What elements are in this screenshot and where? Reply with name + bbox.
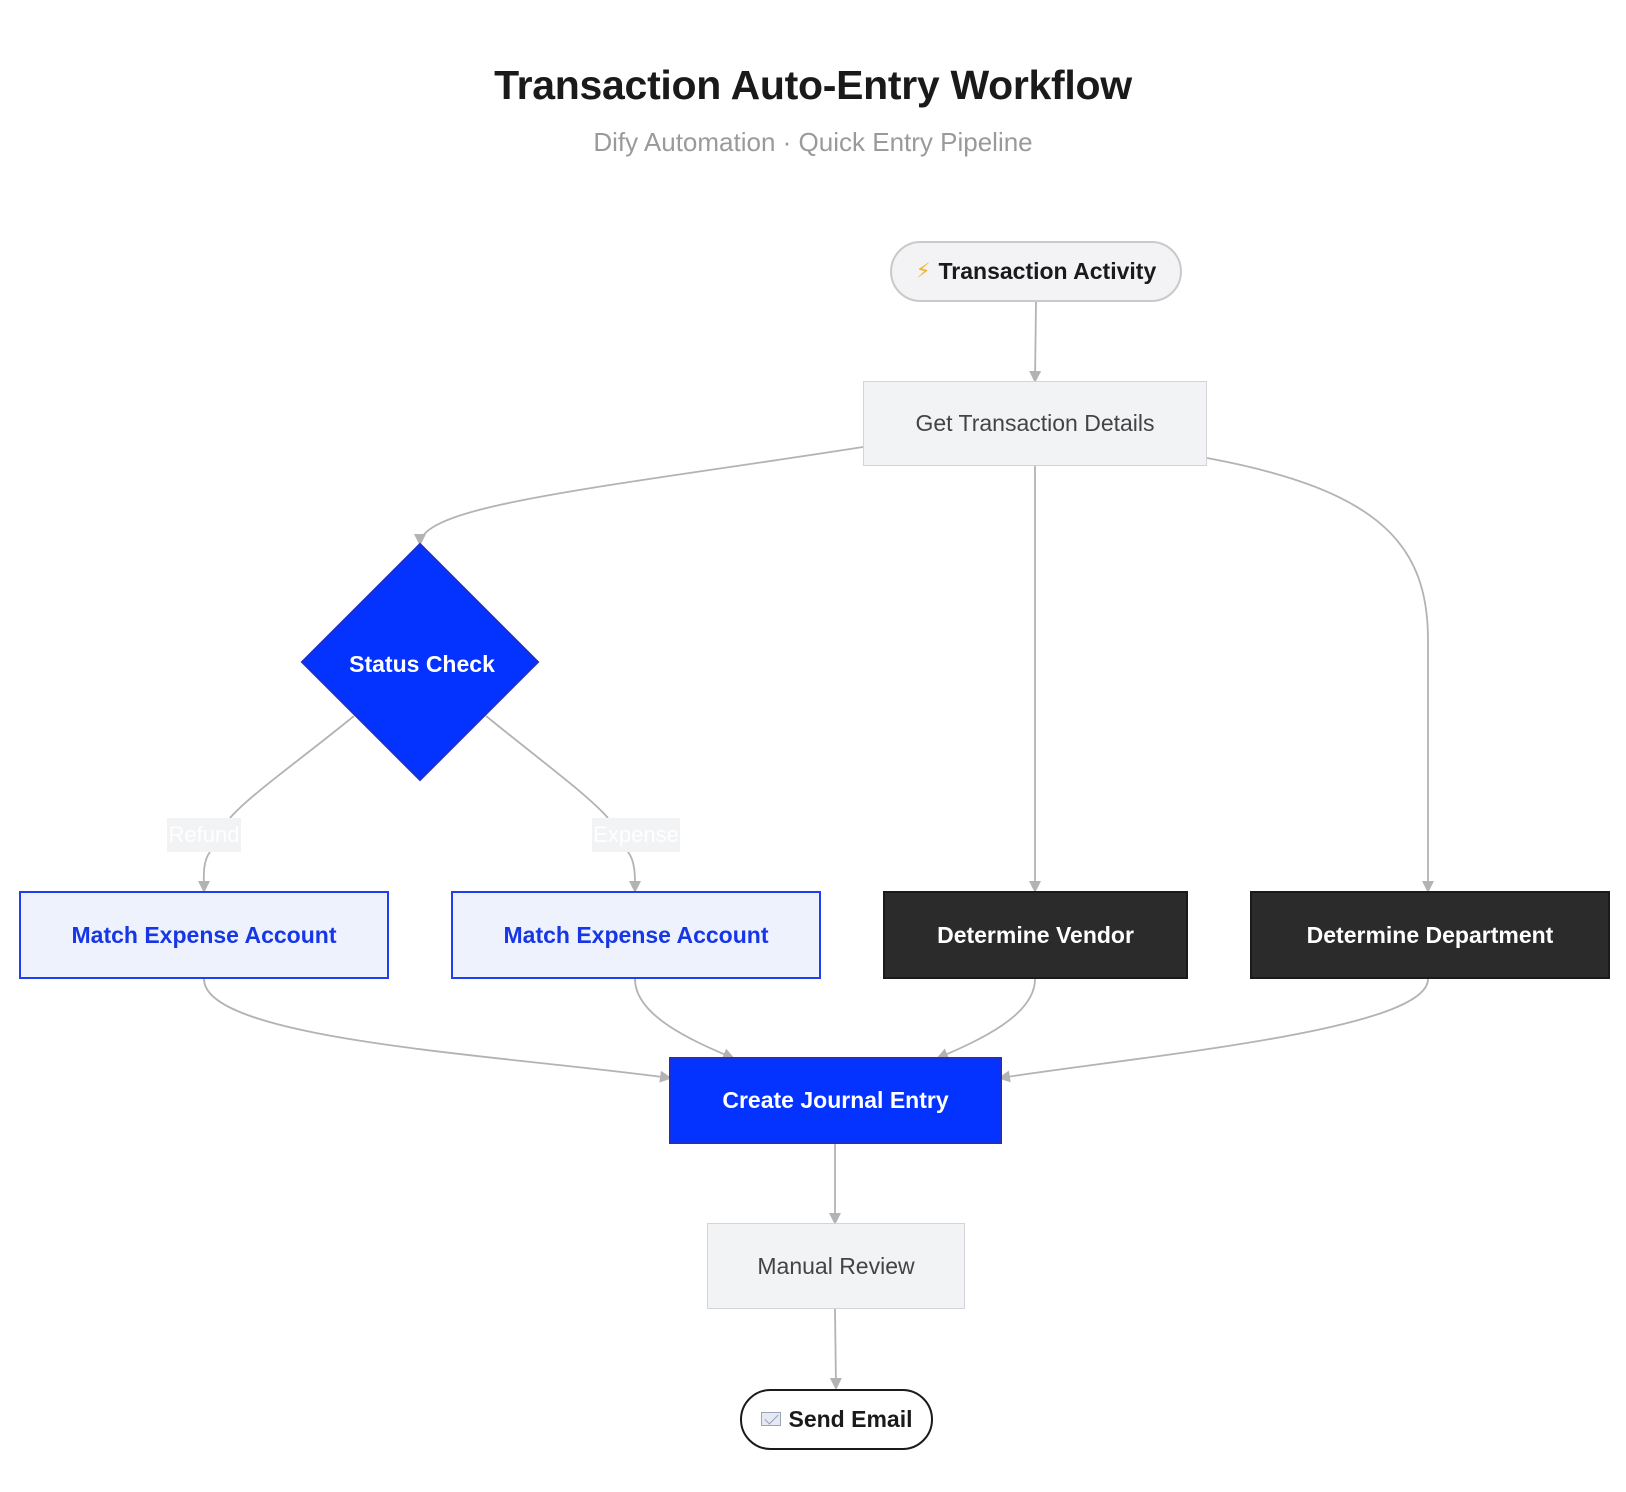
- edge-details-to-status: [414, 446, 864, 546]
- edge-details-to-department: [1206, 457, 1434, 893]
- node-send-email-label: Send Email: [788, 1406, 913, 1432]
- edge-trigger-to-details: [1029, 301, 1042, 383]
- node-get-transaction-details-label: Get Transaction Details: [915, 410, 1155, 436]
- node-determine-department[interactable]: Determine Department: [1250, 891, 1610, 979]
- edge-expense-to-journal: [634, 978, 735, 1060]
- diagram-title: Transaction Auto-Entry Workflow: [494, 62, 1132, 108]
- node-determine-vendor-label: Determine Vendor: [937, 921, 1134, 948]
- edge-department-to-journal: [998, 978, 1429, 1083]
- node-match-expense-account-refund-label: Match Expense Account: [71, 921, 337, 948]
- status-check-diamond[interactable]: [300, 542, 540, 782]
- node-manual-review-label: Manual Review: [757, 1252, 915, 1279]
- lightning-bolt-icon: ⚡: [915, 260, 931, 283]
- edge-vendor-to-journal: [936, 978, 1036, 1060]
- node-determine-department-label: Determine Department: [1306, 921, 1554, 948]
- node-match-expense-account-expense[interactable]: Match Expense Account: [451, 891, 821, 979]
- node-transaction-activity-label: Transaction Activity: [938, 258, 1157, 284]
- diagram-subtitle: Dify Automation · Quick Entry Pipeline: [593, 127, 1033, 157]
- node-send-email[interactable]: Send Email: [740, 1389, 933, 1450]
- node-transaction-activity[interactable]: ⚡ Transaction Activity: [890, 241, 1182, 302]
- edge-review-to-email: [829, 1308, 842, 1390]
- node-create-journal-entry-label: Create Journal Entry: [722, 1087, 949, 1113]
- node-status-check-label: Status Check: [349, 650, 495, 677]
- envelope-icon: [760, 1411, 781, 1426]
- node-determine-vendor[interactable]: Determine Vendor: [883, 891, 1188, 979]
- edge-label-expense: Expense: [592, 818, 680, 852]
- node-manual-review[interactable]: Manual Review: [707, 1223, 965, 1309]
- edge-status-to-expense: [485, 715, 635, 891]
- edge-label-refund: Refund: [167, 818, 241, 852]
- node-get-transaction-details[interactable]: Get Transaction Details: [863, 381, 1207, 466]
- node-create-journal-entry[interactable]: Create Journal Entry: [669, 1057, 1002, 1144]
- node-match-expense-account-expense-label: Match Expense Account: [503, 921, 769, 948]
- node-match-expense-account-refund[interactable]: Match Expense Account: [19, 891, 389, 979]
- edge-refund-to-journal: [203, 978, 672, 1083]
- edge-status-to-refund: [204, 715, 355, 891]
